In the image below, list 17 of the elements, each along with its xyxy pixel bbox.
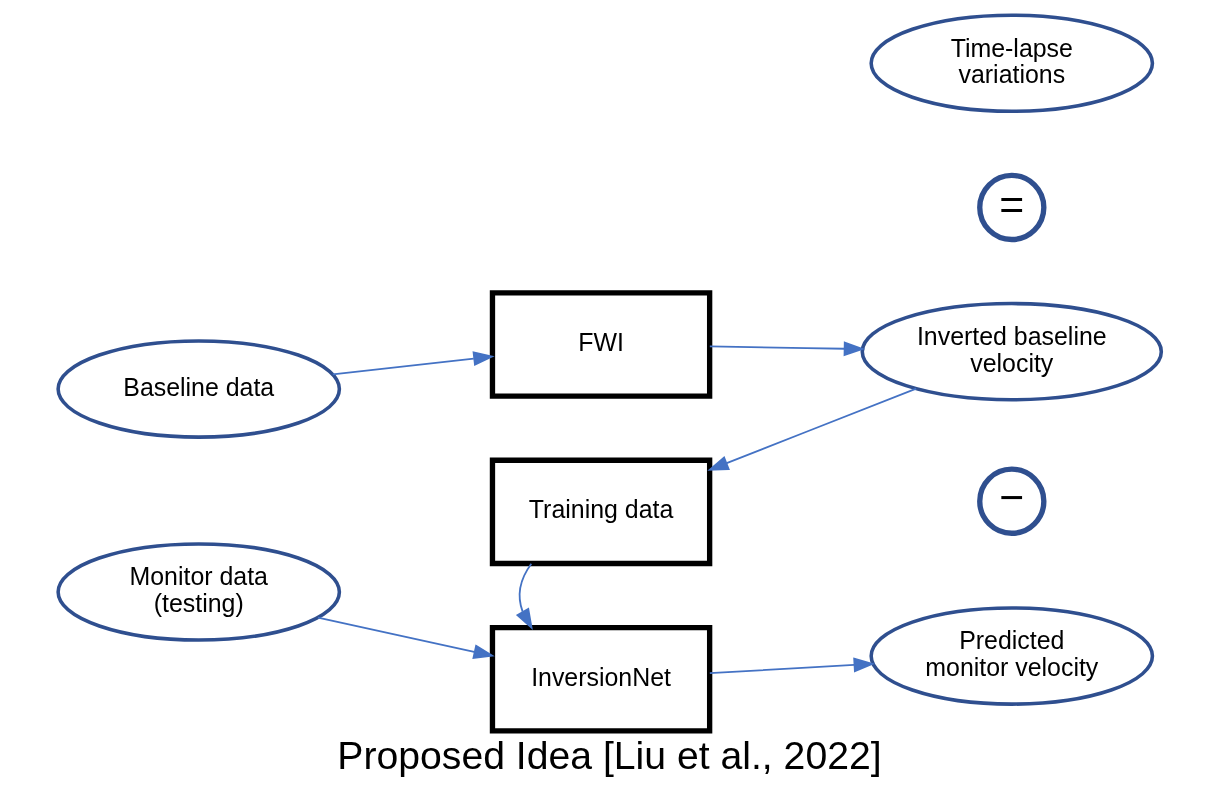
arrow	[708, 341, 865, 357]
arrow	[331, 351, 495, 376]
node-circle: −	[976, 466, 1046, 536]
arrow	[515, 562, 533, 630]
caption: Proposed Idea [Liu et al., 2022]	[336, 734, 882, 778]
node-ellipse: Predicted monitor velocity	[868, 606, 1154, 706]
node-ellipse: Baseline data	[55, 339, 341, 439]
node-ellipse: Monitor data (testing)	[55, 542, 341, 642]
node-ellipse: Inverted baseline velocity	[860, 301, 1163, 402]
node-ellipse: Time-lapse variations	[868, 13, 1154, 114]
node-box: Training data	[489, 457, 712, 567]
node-circle: =	[976, 172, 1046, 243]
node-box: InversionNet	[489, 624, 712, 734]
arrow	[708, 657, 875, 674]
arrow	[706, 387, 917, 471]
arrow	[316, 616, 495, 660]
node-box: FWI	[489, 290, 712, 399]
